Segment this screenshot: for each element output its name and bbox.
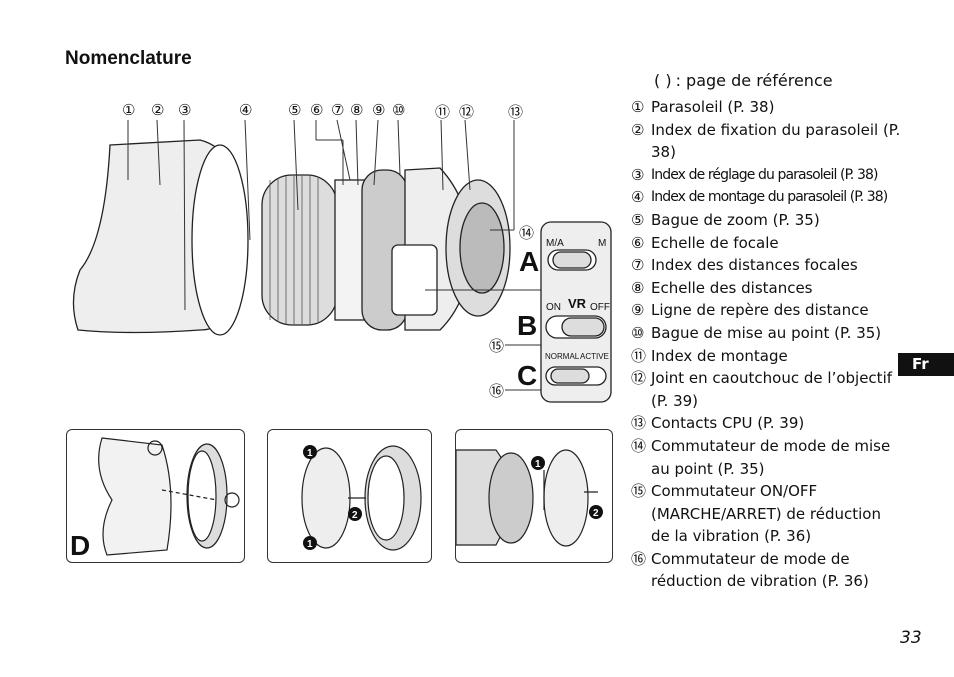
letter-c: C (517, 360, 538, 391)
item-number: ⑩ (631, 323, 645, 342)
label-on: ON (546, 302, 561, 313)
list-item: ② Index de fixation du parasoleil (P. 38) (631, 119, 901, 164)
callout-5: ⑤ (288, 101, 302, 119)
item-number: ④ (631, 188, 645, 207)
list-item: ③ Index de réglage du parasoleil (P. 38) (631, 164, 901, 187)
label-active: ACTIVE (580, 352, 609, 361)
hood-attach-panel: D (66, 429, 245, 563)
callout-15: ⑮ (489, 337, 504, 355)
reference-text: : page de référence (675, 71, 833, 90)
item-text: Bague de mise au point (P. 35) (651, 323, 882, 342)
list-item: ⑥ Echelle de focale (631, 232, 901, 255)
item-text: Index de fixation du parasoleil (P. 38) (651, 120, 901, 162)
list-item: ⑩ Bague de mise au point (P. 35) (631, 322, 901, 345)
label-off: OFF (590, 302, 610, 313)
item-text: Commutateur ON/OFF (MARCHE/ARRET) de réd… (651, 482, 881, 546)
reference-paren: ( ) (654, 71, 672, 90)
item-number: ⑤ (631, 210, 645, 229)
callout-7: ⑦ (331, 101, 345, 119)
callout-8: ⑧ (350, 101, 364, 119)
step-1: 1 (535, 459, 541, 470)
letter-a: A (519, 246, 540, 277)
page-title: Nomenclature (65, 48, 192, 69)
callout-11: ⑪ (435, 103, 451, 121)
callout-2: ② (151, 101, 165, 119)
item-text: Bague de zoom (P. 35) (651, 210, 820, 229)
step-1: 1 (307, 448, 313, 459)
front-cap-panel: 1 2 1 (267, 429, 432, 563)
item-text: Contacts CPU (P. 39) (651, 414, 805, 433)
item-number: ⑯ (631, 549, 647, 568)
label-m: M (598, 238, 606, 249)
item-number: ⑮ (631, 482, 647, 501)
rear-cap-panel: 1 2 (455, 429, 613, 563)
item-text: Parasoleil (P. 38) (651, 98, 775, 116)
item-text: Joint en caoutchouc de l’objectif (P. 39… (651, 369, 893, 410)
list-item: ① Parasoleil (P. 38) (631, 96, 901, 119)
page-number: 33 (900, 628, 922, 648)
item-text: Index de montage du parasoleil (P. 38) (651, 189, 888, 206)
item-number: ⑦ (631, 256, 645, 275)
callout-1: ① (122, 101, 136, 119)
item-number: ③ (631, 165, 645, 184)
zoom-ring (261, 174, 338, 326)
item-number: ② (631, 120, 645, 139)
item-number: ⑧ (631, 278, 645, 297)
callout-9: ⑨ (372, 101, 386, 119)
step-2: 2 (352, 510, 358, 521)
list-item: ④ Index de montage du parasoleil (P. 38) (631, 186, 901, 209)
callout-6: ⑥ (310, 101, 324, 119)
item-number: ⑪ (631, 346, 647, 365)
list-item: ⑦ Index des distances focales (631, 254, 901, 277)
item-number: ⑭ (631, 436, 647, 455)
item-number: ① (631, 98, 645, 116)
list-item: ⑤ Bague de zoom (P. 35) (631, 209, 901, 232)
list-item: ⑧ Echelle des distances (631, 277, 901, 300)
item-number: ⑬ (631, 414, 647, 433)
item-number: ⑫ (631, 369, 647, 388)
item-text: Index des distances focales (651, 256, 858, 275)
callout-3: ③ (178, 101, 192, 119)
callout-14: ⑭ (519, 224, 534, 242)
item-text: Echelle de focale (651, 233, 779, 252)
item-text: Commutateur de mode de mise au point (P.… (651, 436, 891, 478)
item-text: Index de montage (651, 346, 788, 365)
step-2: 2 (593, 508, 599, 519)
callout-13: ⑬ (508, 103, 524, 121)
language-tab: Fr (898, 353, 954, 376)
item-number: ⑨ (631, 301, 645, 320)
callout-4: ④ (239, 101, 253, 119)
item-text: Ligne de repère des distance (651, 301, 869, 320)
label-ma: M/A (546, 238, 564, 249)
label-normal: NORMAL (545, 352, 580, 361)
step-1: 1 (307, 539, 313, 550)
letter-d: D (70, 530, 91, 561)
parts-list: ① Parasoleil (P. 38) ② Index de fixation du… (631, 96, 901, 593)
list-item: ⑨ Ligne de repère des distance (631, 299, 901, 322)
callout-16: ⑯ (489, 382, 504, 400)
callout-12: ⑫ (459, 103, 475, 121)
item-text: Echelle des distances (651, 278, 813, 297)
item-number: ⑥ (631, 233, 645, 252)
label-vr: VR (568, 296, 587, 311)
letter-b: B (517, 310, 538, 341)
reference-note: ( ): page de référence (654, 71, 833, 90)
item-text: Commutateur de mode de réduction de vibr… (651, 549, 869, 591)
item-text: Index de réglage du parasoleil (P. 38) (651, 166, 879, 183)
callout-10: ⑩ (392, 101, 406, 119)
